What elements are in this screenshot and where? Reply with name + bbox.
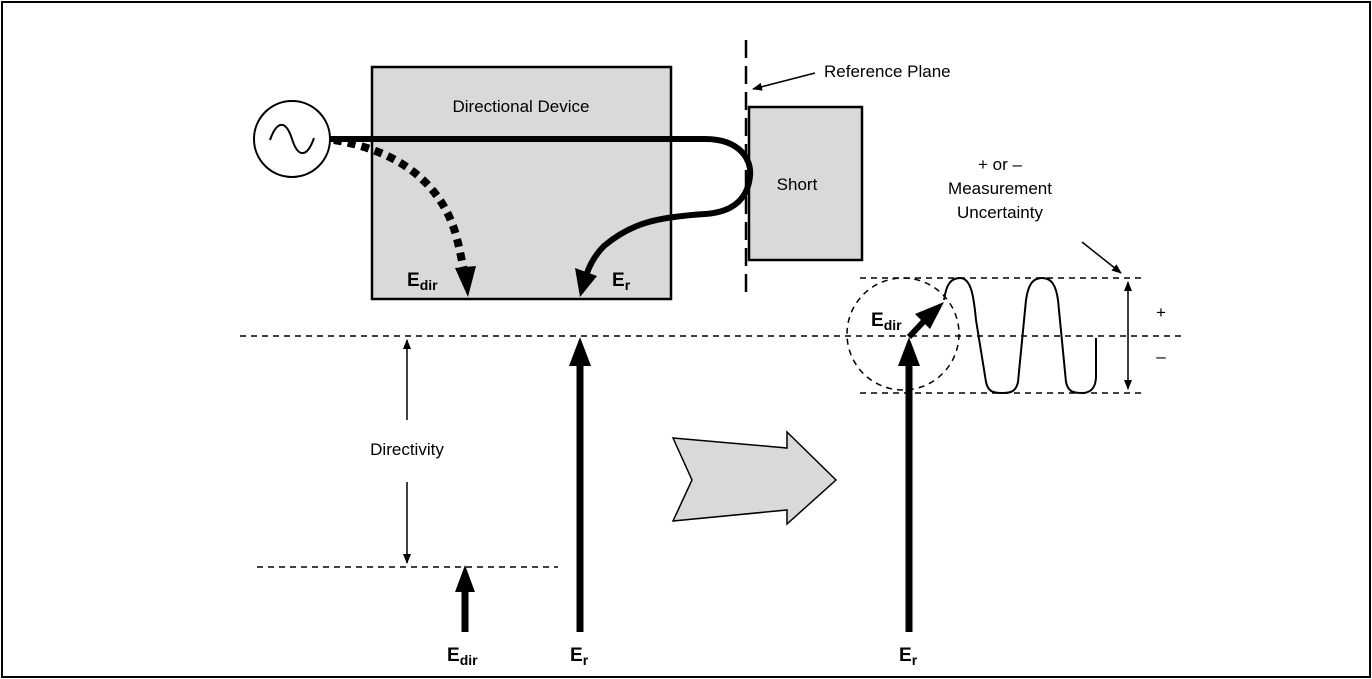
reference-plane-pointer	[752, 72, 816, 91]
e-dir-box-label: Edir	[407, 270, 438, 293]
directional-device-label: Directional Device	[453, 97, 590, 116]
reference-plane-label: Reference Plane	[824, 62, 951, 81]
short-label: Short	[777, 175, 818, 194]
directivity-label: Directivity	[370, 440, 444, 459]
uncertainty-pointer	[1081, 241, 1122, 274]
e-dir-right-vector-head	[915, 302, 944, 329]
uncertainty-circle	[846, 277, 960, 391]
reflected-arrowhead	[575, 268, 597, 297]
e-r-box-label: Er	[612, 270, 631, 293]
short-box	[747, 105, 864, 262]
uncertainty-label-line2: Measurement	[948, 179, 1052, 198]
e-r-vector-head	[569, 337, 591, 366]
leakage-path	[333, 136, 468, 271]
right-arrow-icon	[671, 430, 838, 526]
ac-source-icon	[253, 100, 331, 178]
e-r-right-vector-head	[898, 337, 920, 366]
e-r-bottom-label: Er	[570, 645, 589, 668]
e-dir-bottom-label: Edir	[447, 645, 478, 668]
uncertainty-label-line1: + or –	[978, 155, 1022, 174]
minus-label: –	[1156, 347, 1166, 366]
e-dir-right-vector	[906, 317, 928, 340]
signal-path	[330, 136, 754, 275]
uncertainty-label-line3: Uncertainty	[957, 203, 1043, 222]
plus-label: +	[1156, 303, 1166, 322]
e-dir-vector-head	[455, 565, 475, 592]
e-r-right-label: Er	[899, 645, 918, 668]
leakage-arrowhead	[455, 266, 476, 297]
uncertainty-wave	[943, 276, 1097, 395]
e-dir-right-label: Edir	[871, 310, 902, 333]
